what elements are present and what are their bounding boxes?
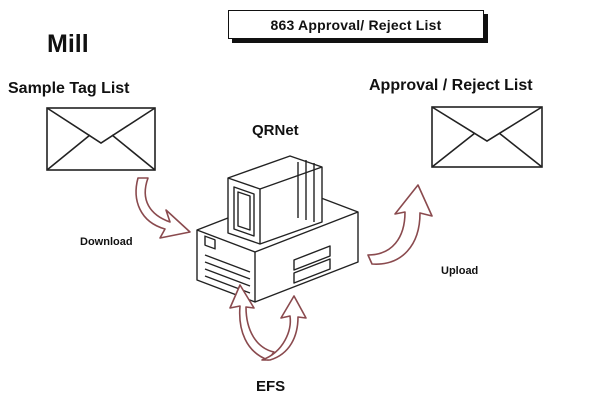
curved-arrow-icon <box>367 184 433 265</box>
curved-arrow-icon <box>229 284 307 361</box>
approval-reject-list-label: Approval / Reject List <box>369 77 533 94</box>
computer-icon <box>196 155 359 303</box>
efs-label: EFS <box>256 378 286 395</box>
diagram-title: 863 Approval/ Reject List <box>228 10 484 39</box>
curved-arrow-icon <box>135 177 191 239</box>
upload-label: Upload <box>441 265 479 277</box>
envelope-icon <box>46 107 156 171</box>
download-label: Download <box>80 236 133 248</box>
sample-tag-list-label: Sample Tag List <box>8 80 130 97</box>
envelope-icon <box>431 106 543 168</box>
mill-label: Mill <box>47 30 89 58</box>
qrnet-label: QRNet <box>252 122 299 139</box>
